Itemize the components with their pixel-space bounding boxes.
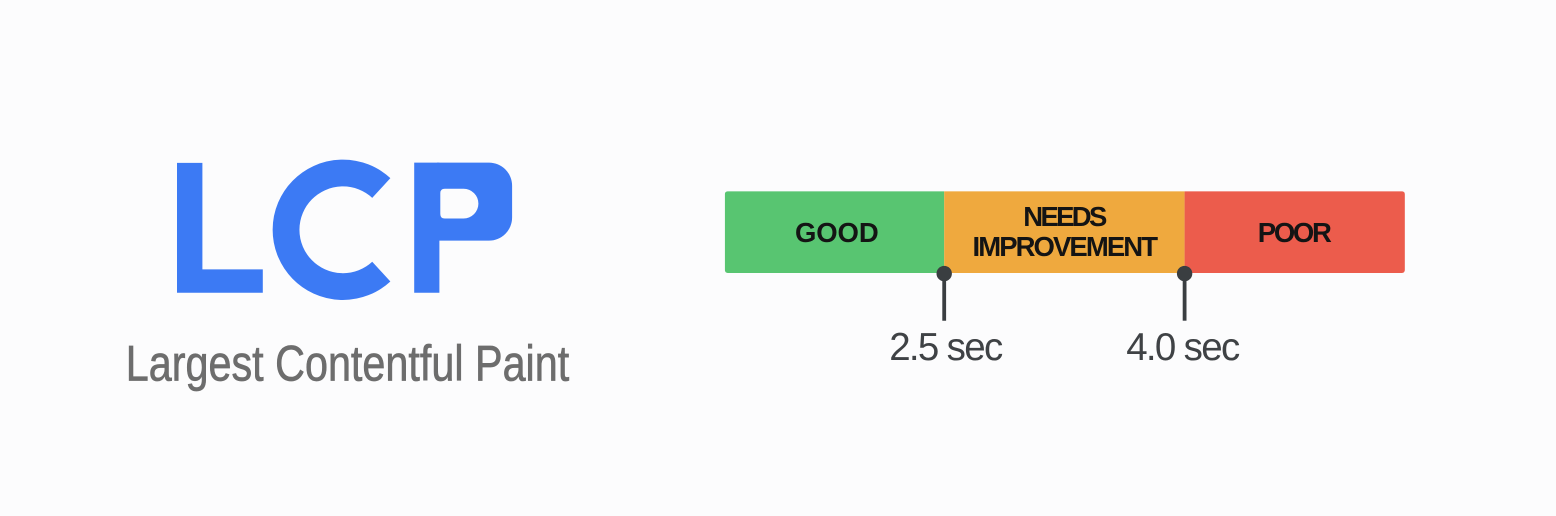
svg-text:POOR: POOR: [1258, 217, 1336, 248]
svg-text:4.0 sec: 4.0 sec: [1126, 326, 1240, 369]
svg-text:GOOD: GOOD: [795, 217, 882, 248]
svg-text:NEEDS: NEEDS: [1023, 201, 1110, 232]
svg-text:2.5 sec: 2.5 sec: [889, 326, 1003, 369]
svg-text:IMPROVEMENT: IMPROVEMENT: [973, 231, 1161, 262]
svg-text:Largest Contentful Paint: Largest Contentful Paint: [126, 335, 569, 391]
